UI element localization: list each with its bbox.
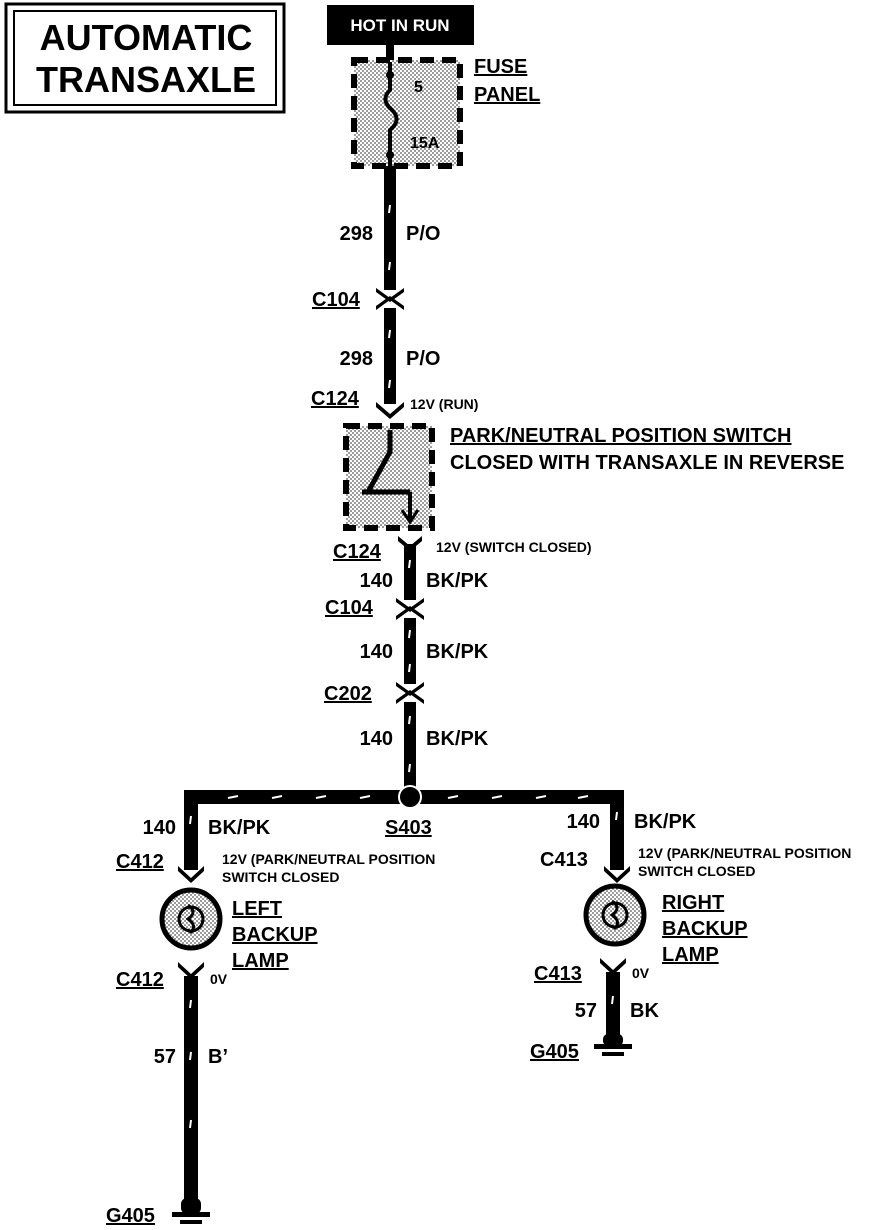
title-box: AUTOMATIC TRANSAXLE [4,2,286,114]
wire-right-ground-circuit: 57 [575,1000,597,1022]
fuse-panel-name-line1: FUSE [474,56,527,78]
right-lamp-label-line2: BACKUP [662,918,748,940]
voltage-right-ov: 0V [632,965,650,981]
right-backup-lamp-bulb [583,883,647,947]
voltage-left-pn-line1: 12V (PARK/NEUTRAL POSITION [222,851,435,867]
park-neutral-switch [343,423,435,531]
connector-c413-upper-label: C413 [540,849,588,871]
connector-c124-bottom-label: C124 [333,541,382,563]
wire-right-ground-color: BK [630,1000,659,1022]
right-lamp-label-line1: RIGHT [662,892,724,914]
connector-c413-upper [604,866,630,883]
wire-right-branch-circuit: 140 [567,811,600,833]
splice-s403-dot [398,785,422,809]
wire-left-branch-color: BK/PK [208,817,271,839]
connector-c104-bottom-label: C104 [325,597,374,619]
wire-140-seg1-circuit: 140 [360,570,393,592]
wire-left-ground-color: B’ [208,1046,228,1068]
connector-c413-lower-label: C413 [534,963,582,985]
voltage-right-pn-line1: 12V (PARK/NEUTRAL POSITION [638,845,851,861]
connector-c412-upper-label: C412 [116,851,164,873]
wire-298-lower-color: P/O [406,348,440,370]
left-lamp-filament-icon [185,903,195,935]
wire-140-seg2-circuit: 140 [360,641,393,663]
connector-c202 [396,682,424,704]
wire-left-ground [184,976,198,1200]
right-ground-symbol-icon [594,1034,632,1056]
splice-s403-label: S403 [385,817,432,839]
left-lamp-label-line2: BACKUP [232,924,318,946]
ground-g405-right-label: G405 [530,1041,579,1063]
wire-left-ground-circuit: 57 [154,1046,176,1068]
wire-298-lower [384,308,396,404]
hot-in-run-text: HOT IN RUN [350,16,449,35]
voltage-left-pn-line2: SWITCH CLOSED [222,869,339,885]
wire-140-seg2 [404,618,416,684]
wire-140-seg1 [404,544,416,600]
left-lamp-label-line3: LAMP [232,950,289,972]
wire-left-branch-circuit: 140 [143,817,176,839]
fuse-panel-name-line2: PANEL [474,84,540,106]
ground-g405-left-label: G405 [106,1205,155,1227]
connector-c412-lower [178,962,204,979]
left-backup-lamp-bulb [159,887,223,951]
voltage-run: 12V (RUN) [410,396,478,412]
switch-contact-icon [362,430,410,495]
voltage-left-ov: 0V [210,971,228,987]
wire-left-branch [184,790,198,870]
title-line1: AUTOMATIC [40,17,253,58]
wire-140-seg2-color: BK/PK [426,641,489,663]
connector-c104-top [376,288,404,310]
switch-description: CLOSED WITH TRANSAXLE IN REVERSE [450,452,844,474]
power-source-label: HOT IN RUN [327,5,474,45]
wire-140-seg3-color: BK/PK [426,728,489,750]
left-lamp-label-line1: LEFT [232,898,282,920]
connector-c104-bottom [396,598,424,620]
wire-298-upper-color: P/O [406,223,440,245]
wire-298-upper [384,166,396,290]
switch-arrow-icon [400,509,420,525]
connector-c124-top [376,402,404,419]
wire-right-branch-color: BK/PK [634,811,697,833]
connector-c124-top-label: C124 [311,388,360,410]
voltage-right-pn-line2: SWITCH CLOSED [638,863,755,879]
switch-name: PARK/NEUTRAL POSITION SWITCH [450,425,791,447]
right-lamp-filament-icon [609,899,619,931]
wire-140-seg3-circuit: 140 [360,728,393,750]
fuse-number: 5 [414,79,423,96]
wire-140-seg3 [404,702,416,796]
fuse-rating: 15A [410,135,440,152]
connector-c413-lower [600,958,626,975]
voltage-switch-closed: 12V (SWITCH CLOSED) [436,539,592,555]
title-line2: TRANSAXLE [36,59,256,100]
right-lamp-label-line3: LAMP [662,944,719,966]
connector-c202-label: C202 [324,683,372,705]
fuse-panel: 5 15A [351,57,463,169]
wire-140-seg1-color: BK/PK [426,570,489,592]
fuse-element-icon [383,62,399,166]
connector-c412-lower-label: C412 [116,969,164,991]
left-ground-symbol-icon [172,1198,210,1224]
wire-hot-stub [386,45,394,60]
connector-c412-upper [178,866,204,883]
wire-298-upper-circuit: 298 [340,223,373,245]
wire-298-lower-circuit: 298 [340,348,373,370]
wire-right-branch [610,790,624,870]
connector-c104-top-label: C104 [312,289,361,311]
